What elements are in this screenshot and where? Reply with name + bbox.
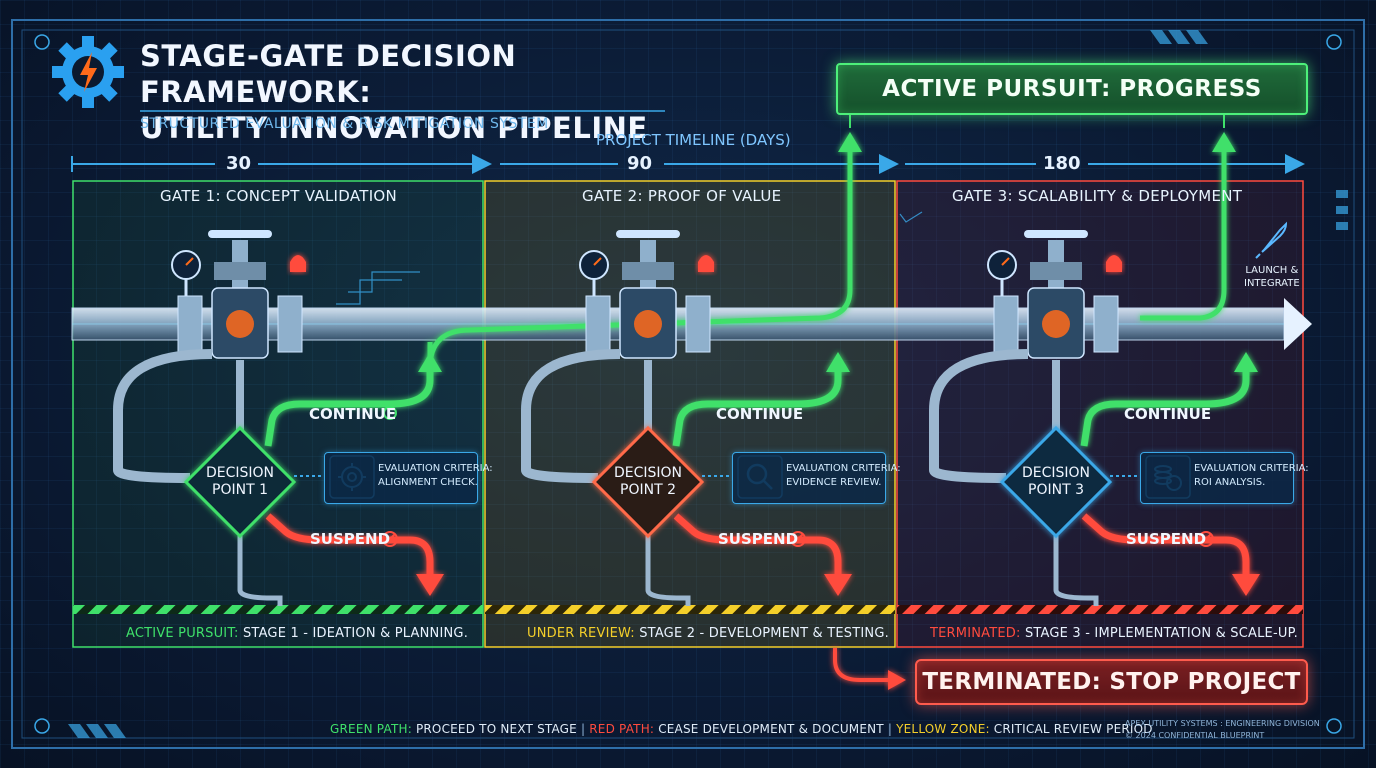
- timeline-tick-30: 30: [226, 153, 252, 174]
- prohibit-icon: [382, 531, 398, 547]
- legend-green-text: PROCEED TO NEXT STAGE: [415, 722, 577, 736]
- footer-line-2: © 2024 CONFIDENTIAL BLUEPRINT: [1125, 731, 1265, 740]
- timeline-tick-180: 180: [1043, 153, 1081, 174]
- decision-point-3[interactable]: DECISION POINT 3: [1021, 465, 1091, 498]
- stage-2-label: STAGE 2 - DEVELOPMENT & TESTING.: [639, 626, 889, 641]
- decision-point-2[interactable]: DECISION POINT 2: [613, 465, 683, 498]
- continue-label-1: CONTINUE: [309, 405, 397, 423]
- legend-red-text: CEASE DEVELOPMENT & DOCUMENT: [658, 722, 884, 736]
- suspend-label-1: SUSPEND: [310, 530, 391, 548]
- legend-yellow-text: CRITICAL REVIEW PERIOD: [993, 722, 1153, 736]
- suspend-label-2: SUSPEND: [718, 530, 799, 548]
- footer-credit: APEX UTILITY SYSTEMS : ENGINEERING DIVIS…: [1125, 718, 1320, 742]
- criteria-text-3: EVALUATION CRITERIA: ROI ANALYSIS.: [1194, 463, 1309, 488]
- title-line-2: UTILITY INNOVATION PIPELINE: [140, 111, 648, 145]
- rocket-icon: [1255, 221, 1288, 259]
- stage-2-status: UNDER REVIEW: STAGE 2 - DEVELOPMENT & TE…: [527, 626, 889, 641]
- stage-1-status-key: ACTIVE PURSUIT:: [126, 626, 239, 641]
- terminated-banner[interactable]: TERMINATED: STOP PROJECT: [915, 659, 1308, 705]
- stage-3-label: STAGE 3 - IMPLEMENTATION & SCALE-UP.: [1024, 626, 1298, 641]
- continue-label-3: CONTINUE: [1124, 405, 1212, 423]
- stage-1-label: STAGE 1 - IDEATION & PLANNING.: [242, 626, 469, 641]
- gear-logo-icon: [52, 36, 124, 108]
- prohibit-icon: [790, 531, 806, 547]
- title-line-1: STAGE-GATE DECISION FRAMEWORK:: [140, 39, 517, 109]
- timeline-tick-90: 90: [627, 153, 653, 174]
- stage-2-status-key: UNDER REVIEW:: [527, 626, 635, 641]
- timeline-label: PROJECT TIMELINE (DAYS): [596, 131, 791, 149]
- criteria-box-2: [732, 452, 886, 504]
- footer-line-1: APEX UTILITY SYSTEMS : ENGINEERING DIVIS…: [1125, 719, 1320, 728]
- criteria-box-1: [324, 452, 478, 504]
- stage-3-status-key: TERMINATED:: [930, 626, 1021, 641]
- legend-red-key: RED PATH:: [589, 722, 655, 736]
- page-subtitle: STRUCTURED EVALUATION & RISK MITIGATION …: [140, 116, 549, 132]
- stage-1-status: ACTIVE PURSUIT: STAGE 1 - IDEATION & PLA…: [126, 626, 468, 641]
- continue-label-2: CONTINUE: [716, 405, 804, 423]
- stage-3-status: TERMINATED: STAGE 3 - IMPLEMENTATION & S…: [930, 626, 1298, 641]
- launch-integrate-label: LAUNCH & INTEGRATE: [1244, 265, 1300, 289]
- gate-2-title: GATE 2: PROOF OF VALUE: [582, 187, 782, 205]
- decision-point-1[interactable]: DECISION POINT 1: [205, 465, 275, 498]
- gate-1-title: GATE 1: CONCEPT VALIDATION: [160, 187, 398, 205]
- legend-yellow-key: YELLOW ZONE:: [896, 722, 990, 736]
- criteria-text-2: EVALUATION CRITERIA: EVIDENCE REVIEW.: [786, 463, 901, 488]
- criteria-text-1: EVALUATION CRITERIA: ALIGNMENT CHECK.: [378, 463, 493, 488]
- prohibit-icon: [1198, 531, 1214, 547]
- gear-small-icon: [383, 406, 397, 420]
- suspend-label-3: SUSPEND: [1126, 530, 1207, 548]
- criteria-box-3: [1140, 452, 1294, 504]
- active-pursuit-banner[interactable]: ACTIVE PURSUIT: PROGRESS: [836, 63, 1308, 115]
- gate-3-title: GATE 3: SCALABILITY & DEPLOYMENT: [952, 187, 1243, 205]
- legend-green-key: GREEN PATH:: [330, 722, 412, 736]
- page-title: STAGE-GATE DECISION FRAMEWORK: UTILITY I…: [140, 38, 700, 146]
- legend: GREEN PATH: PROCEED TO NEXT STAGE | RED …: [330, 722, 1153, 736]
